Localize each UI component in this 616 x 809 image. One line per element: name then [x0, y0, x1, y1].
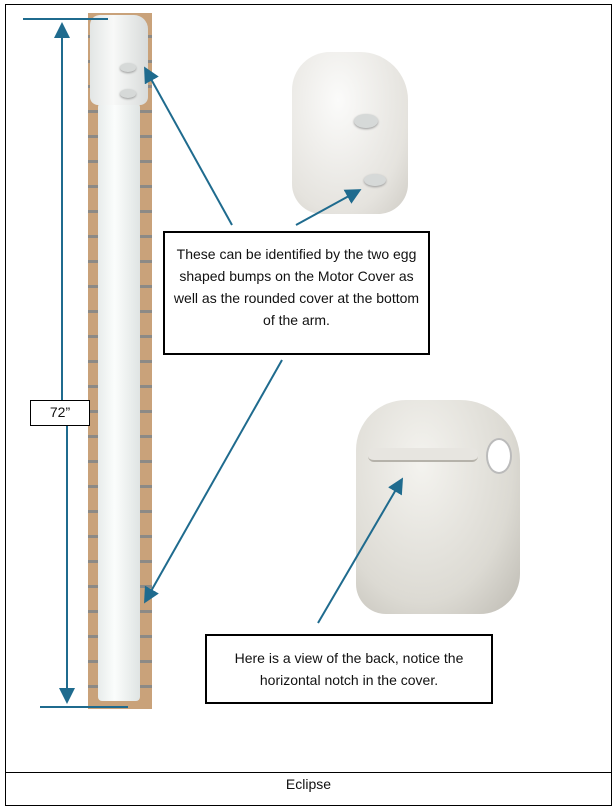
callout-back: Here is a view of the back, notice the h…: [205, 634, 493, 704]
footer: Eclipse: [5, 772, 612, 806]
awning-arm-photo: [88, 13, 152, 709]
motor-cover-back-photo: [356, 400, 520, 614]
arrow-to-bump: [144, 66, 233, 226]
horizontal-notch: [368, 448, 478, 462]
egg-bump: [120, 63, 136, 72]
motor-cover: [90, 15, 148, 105]
egg-bump: [120, 89, 136, 98]
footer-text: Eclipse: [285, 776, 332, 792]
page-border: [5, 4, 612, 806]
cover-hole: [486, 438, 512, 474]
dimension-label: 72”: [30, 400, 90, 426]
egg-bump: [354, 114, 378, 128]
arrow-to-notch: [317, 477, 404, 624]
arrow-to-bottom-cover: [144, 359, 283, 604]
arm-tube: [98, 103, 140, 701]
arrow-to-cover-bump: [295, 189, 362, 226]
egg-bump: [364, 174, 386, 186]
callout-front: These can be identified by the two egg s…: [163, 231, 430, 355]
motor-cover-front-photo: [292, 52, 408, 214]
